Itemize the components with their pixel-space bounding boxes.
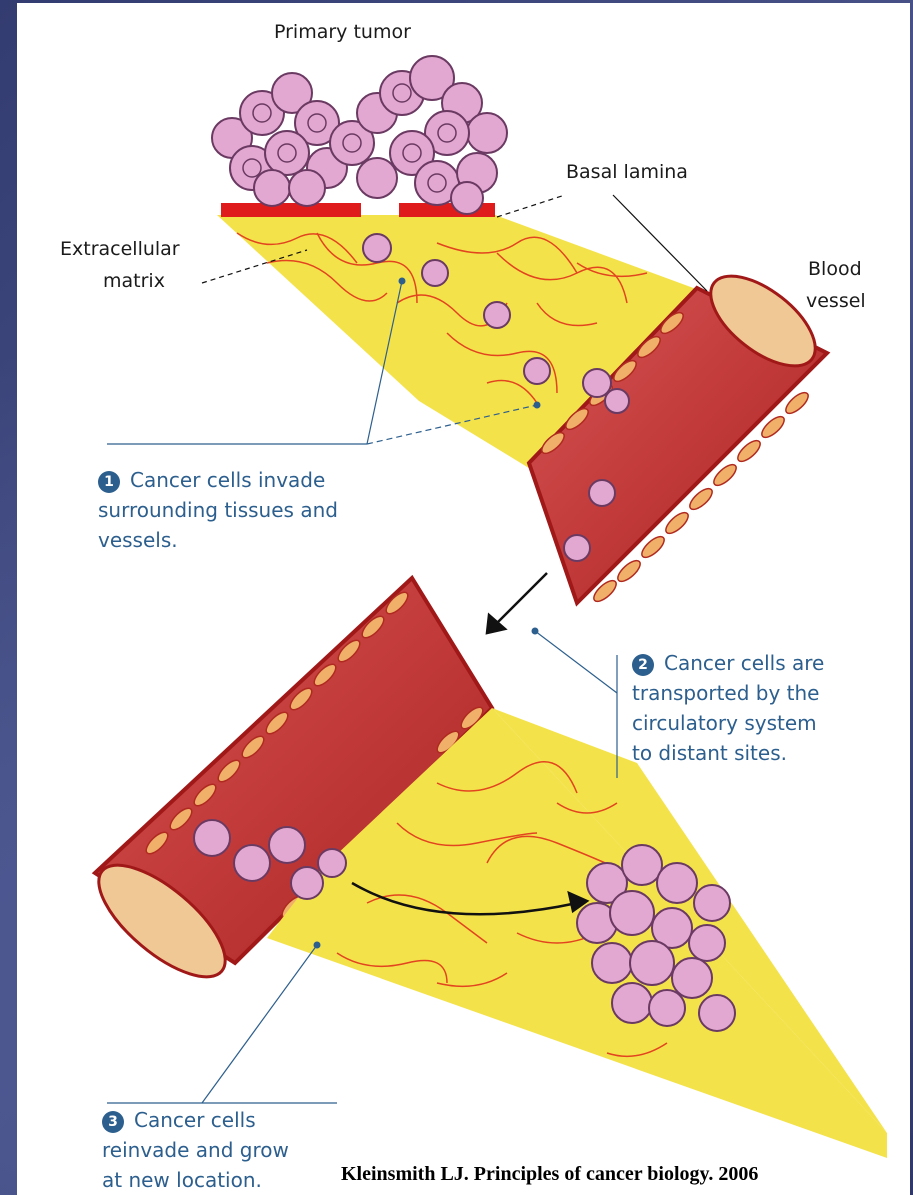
- step-1-line-3: vessels.: [98, 525, 338, 555]
- step-1-caption: 1 Cancer cells invade surrounding tissues…: [98, 465, 338, 555]
- label-primary-tumor: Primary tumor: [274, 20, 411, 44]
- step-2-caption: 2 Cancer cells are transported by the cir…: [632, 648, 824, 768]
- label-matrix: matrix: [103, 269, 165, 293]
- label-vessel: vessel: [806, 289, 866, 313]
- step-3-number: 3: [102, 1111, 124, 1133]
- step-1-line-1: Cancer cells invade: [130, 468, 325, 492]
- label-blood: Blood: [808, 257, 862, 281]
- transport-arrow: [487, 573, 547, 633]
- step-3-caption: 3 Cancer cells reinvade and grow at new l…: [102, 1105, 289, 1195]
- step-3-line-2: reinvade and grow: [102, 1135, 289, 1165]
- step-2-line-3: circulatory system: [632, 708, 824, 738]
- step-1-number: 1: [98, 471, 120, 493]
- label-basal-lamina: Basal lamina: [566, 160, 688, 184]
- metastasis-diagram: [17, 3, 910, 1195]
- label-extracellular: Extracellular: [60, 237, 180, 261]
- basal-lamina-bar: [221, 203, 361, 217]
- primary-tumor-cells: [212, 56, 507, 214]
- step-1-line-2: surrounding tissues and: [98, 495, 338, 525]
- step-3-line-1: Cancer cells: [134, 1108, 256, 1132]
- citation: Kleinsmith LJ. Principles of cancer biol…: [341, 1163, 758, 1186]
- step-2-line-1: Cancer cells are: [664, 651, 824, 675]
- step-2-line-2: transported by the: [632, 678, 824, 708]
- step-2-line-4: to distant sites.: [632, 738, 824, 768]
- step-2-number: 2: [632, 654, 654, 676]
- step-3-line-3: at new location.: [102, 1165, 289, 1195]
